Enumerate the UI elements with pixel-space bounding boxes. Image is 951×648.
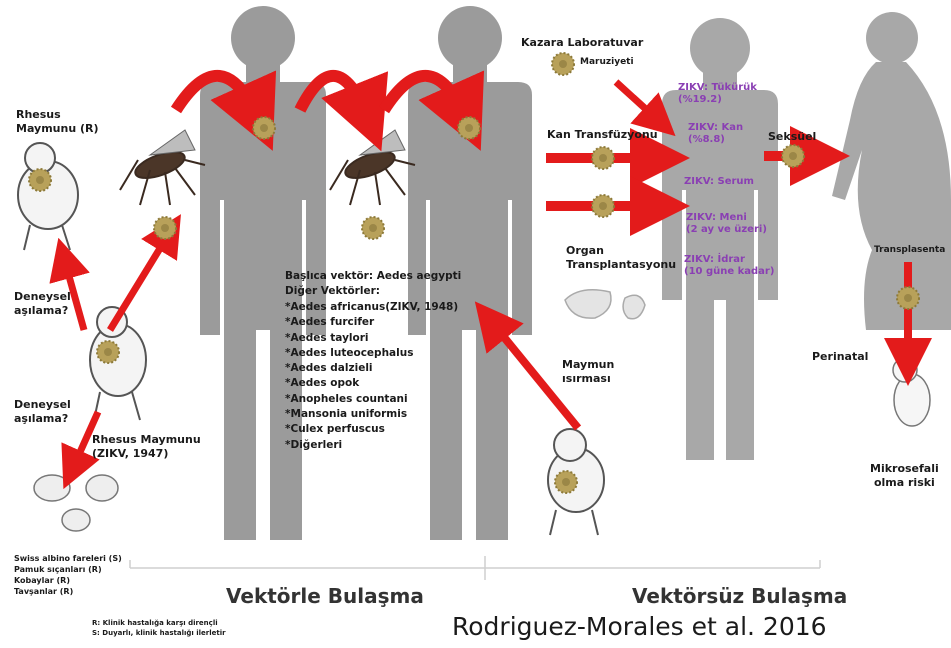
organ-icon xyxy=(565,290,645,319)
perinatal-label: Perinatal xyxy=(812,350,868,364)
mosquito-icon xyxy=(120,130,205,205)
rhesus-monkey-1947-label: Rhesus Maymunu (ZIKV, 1947) xyxy=(92,433,201,461)
vector-list-item: *Aedes opok xyxy=(285,376,458,391)
sexual-transmission-label: Seksüel xyxy=(768,130,816,144)
vector-list-item: *Aedes luteocephalus xyxy=(285,346,458,361)
zikv-semen-label: ZIKV: Meni (2 ay ve üzeri) xyxy=(686,212,767,236)
rodent-icon xyxy=(34,475,118,531)
main-vector-label: Başlıca vektör: Aedes aegypti xyxy=(285,270,461,282)
animal-list: Swiss albino fareleri (S) Pamuk sıçanlar… xyxy=(14,553,122,597)
vector-list-item: *Aedes africanus(ZIKV, 1948) xyxy=(285,300,458,315)
zikv-blood-label: ZIKV: Kan (%8.8) xyxy=(688,122,743,146)
lab-exposure-label: Kazara Laboratuvar xyxy=(521,36,643,50)
monkey-bite-label: Maymun ısırması xyxy=(562,358,614,386)
vector-transmission-title: Vektörle Bulaşma xyxy=(226,584,424,608)
legend-note: R: Klinik hastalığa karşı dirençli S: Du… xyxy=(92,618,226,638)
pregnant-woman-silhouette xyxy=(832,12,951,330)
lab-exposure-label-2: Maruziyeti xyxy=(580,56,634,68)
vector-list-item: *Aedes dalzieli xyxy=(285,361,458,376)
vector-list-item: *Anopheles countani xyxy=(285,392,458,407)
vector-list-item: *Culex perfuscus xyxy=(285,422,458,437)
nonvector-transmission-title: Vektörsüz Bulaşma xyxy=(632,584,847,608)
experimental-vaccination-label-2: Deneysel aşılama? xyxy=(14,398,71,426)
zikv-urine-label: ZIKV: İdrar (10 güne kadar) xyxy=(684,254,774,278)
monkey-icon xyxy=(18,143,78,250)
vector-list-item: *Diğerleri xyxy=(285,438,458,453)
section-divider xyxy=(130,556,820,580)
mosquito-icon xyxy=(330,130,415,205)
monkey-icon xyxy=(90,307,146,420)
zikv-serum-label: ZIKV: Serum xyxy=(684,176,754,188)
baby-monkey-icon xyxy=(893,358,930,426)
vector-list: *Aedes africanus(ZIKV, 1948)*Aedes furci… xyxy=(285,300,458,453)
vector-list-item: *Mansonia uniformis xyxy=(285,407,458,422)
vector-list-item: *Aedes furcifer xyxy=(285,315,458,330)
rhesus-monkey-label: Rhesus Maymunu (R) xyxy=(16,108,99,136)
citation: Rodriguez-Morales et al. 2016 xyxy=(452,612,827,641)
other-vectors-header: Diğer Vektörler: xyxy=(285,285,380,297)
vector-list-item: *Aedes taylori xyxy=(285,331,458,346)
microcephaly-label: Mikrosefali olma riski xyxy=(870,462,939,490)
blood-transfusion-label: Kan Transfüzyonu xyxy=(547,128,658,142)
transplacental-label: Transplasenta xyxy=(874,244,945,256)
organ-transplant-label: Organ Transplantasyonu xyxy=(566,244,676,272)
experimental-vaccination-label: Deneysel aşılama? xyxy=(14,290,71,318)
zikv-saliva-label: ZIKV: Tükürük (%19.2) xyxy=(678,82,757,106)
